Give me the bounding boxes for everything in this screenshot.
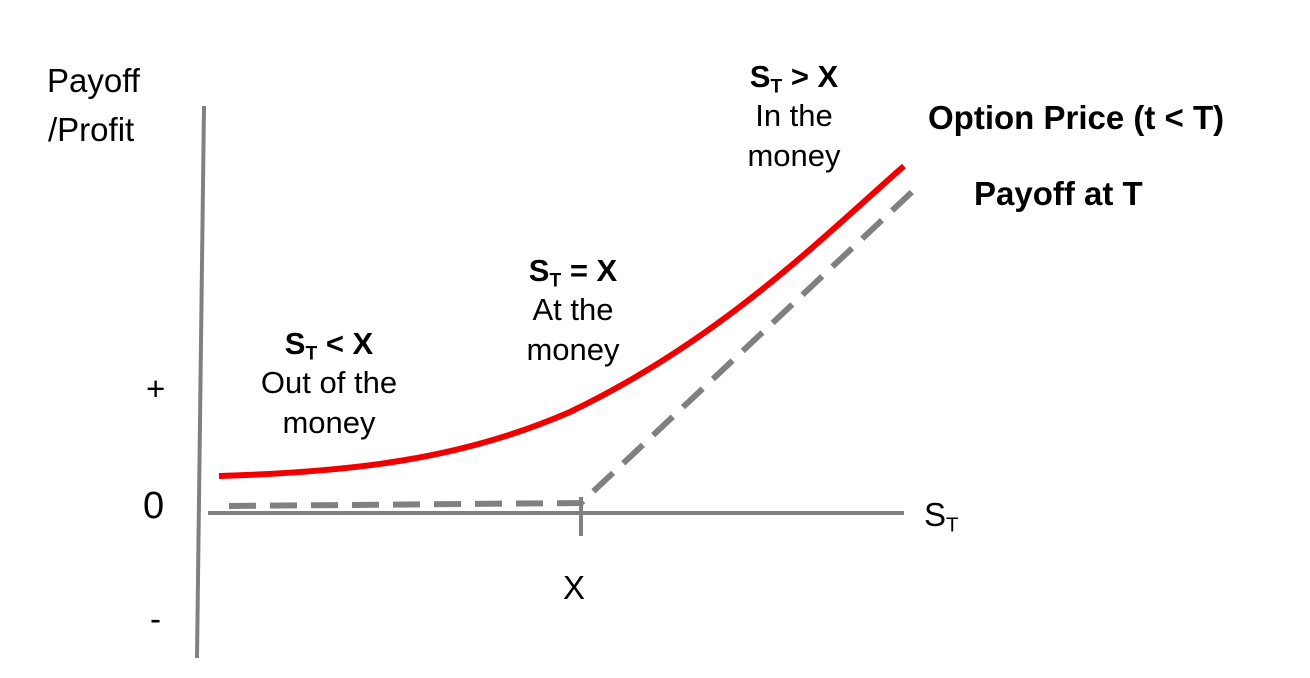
legend-payoff-at-t: Payoff at T	[974, 175, 1143, 212]
region-atm: ST = X At the money	[473, 252, 673, 370]
region-itm-line2: money	[747, 138, 841, 173]
region-otm-line2: money	[282, 405, 376, 440]
region-itm: ST > X In the money	[694, 58, 894, 176]
y-tick-zero: 0	[143, 485, 165, 527]
region-atm-line2: money	[526, 332, 620, 367]
region-otm-condition: ST < X	[284, 326, 374, 365]
strike-label: X	[563, 569, 586, 606]
region-otm: ST < X Out of the money	[229, 325, 429, 443]
y-axis-title-line1: Payoff	[47, 62, 140, 99]
option-price-curve	[218, 163, 906, 479]
y-axis-line	[195, 105, 206, 659]
payoff-at-t-line	[228, 187, 917, 509]
region-atm-line1: At the	[532, 292, 614, 327]
region-otm-line1: Out of the	[260, 365, 398, 400]
region-atm-condition: ST = X	[528, 253, 618, 292]
x-axis-label: ST	[924, 496, 959, 537]
region-itm-condition: ST > X	[749, 59, 839, 98]
region-itm-line1: In the	[755, 98, 833, 133]
y-axis-title-line2: /Profit	[48, 111, 135, 148]
y-tick-plus: +	[146, 370, 166, 407]
legend-option-price: Option Price (t < T)	[928, 99, 1225, 136]
y-tick-minus: -	[150, 600, 161, 637]
